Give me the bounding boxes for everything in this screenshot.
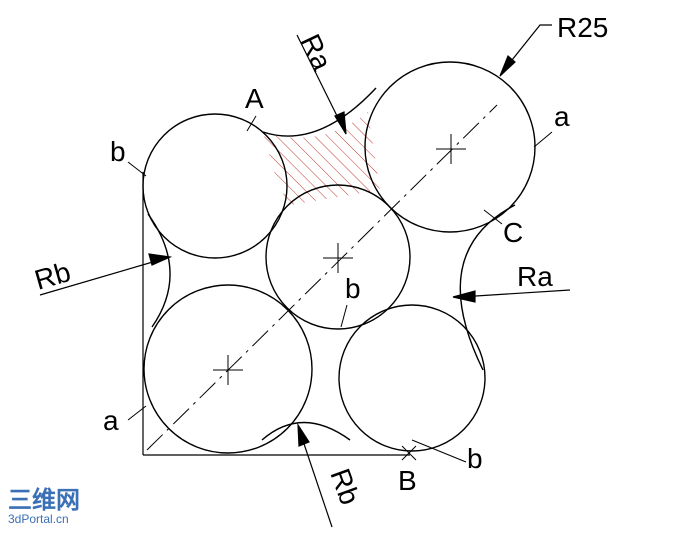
leader-a-left <box>127 405 147 421</box>
label-b-bottom-right: b <box>467 443 483 474</box>
label-a-top-right: a <box>554 101 570 132</box>
leader-b-top-left <box>127 161 147 177</box>
circle-top-left <box>142 113 288 259</box>
circle-bottom-left <box>143 284 313 454</box>
fillet-arc-bottom <box>261 421 351 441</box>
circle-center <box>265 184 411 330</box>
leader-ra-top <box>296 34 347 135</box>
leader-ra-right <box>452 289 571 303</box>
label-ra-right: Ra <box>517 261 553 292</box>
point-mark-B <box>401 445 417 461</box>
label-b-center: b <box>345 273 361 304</box>
leader-r25 <box>499 24 552 77</box>
watermark-site: 3dPortal.cn <box>8 512 69 526</box>
leader-C <box>483 209 503 225</box>
label-point-C: C <box>503 217 523 248</box>
circle-bottom-right <box>338 304 486 452</box>
label-r25: R25 <box>557 12 608 43</box>
fillet-arc-right <box>459 204 516 371</box>
fillet-arc-left <box>147 213 171 328</box>
leader-rb-bottom <box>297 422 333 528</box>
label-point-A: A <box>245 83 264 114</box>
label-a-left: a <box>103 405 119 436</box>
label-b-top-left: b <box>110 136 126 167</box>
leader-b-center <box>340 304 348 328</box>
label-ra-top: Ra <box>295 29 338 75</box>
center-mark-top-right <box>436 134 466 164</box>
label-rb-left: Rb <box>31 256 74 296</box>
hatched-region <box>263 112 380 205</box>
watermark: 三维网 3dPortal.cn <box>8 486 80 526</box>
label-point-B: B <box>398 465 417 496</box>
leader-A <box>246 115 257 132</box>
label-rb-bottom: Rb <box>324 464 365 508</box>
diagonal-center-line <box>146 104 498 451</box>
circle-top-right <box>364 61 536 233</box>
fillet-arc-top <box>262 87 377 137</box>
center-mark-center <box>323 243 353 273</box>
leader-rb-left <box>39 253 173 296</box>
leader-b-bottom-right <box>411 439 467 463</box>
center-mark-bottom-left <box>213 355 243 385</box>
watermark-logo: 三维网 <box>8 486 80 514</box>
leader-a-top-right <box>533 131 553 148</box>
